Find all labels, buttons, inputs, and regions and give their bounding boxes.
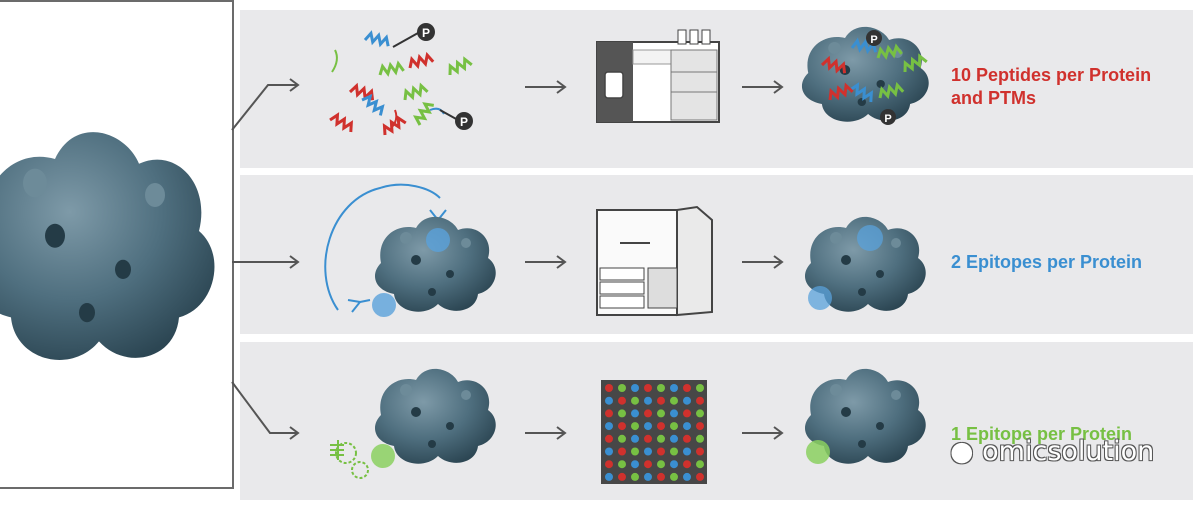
array-spot <box>670 434 678 443</box>
array-spot <box>631 409 639 418</box>
array-spot <box>644 422 652 431</box>
peptide-fragments <box>328 30 474 137</box>
array-spot <box>696 396 704 405</box>
array-spot <box>605 460 613 469</box>
arrow-right-icon <box>524 80 566 94</box>
arrow-right-icon <box>741 255 783 269</box>
array-spot <box>683 472 691 481</box>
array-spot <box>631 384 639 392</box>
array-spot <box>696 409 704 418</box>
watermark: ● omicsolution <box>950 436 1155 467</box>
array-spot <box>631 434 639 443</box>
array-spot <box>618 396 626 405</box>
array-spot <box>605 409 613 418</box>
wechat-icon: ● <box>950 436 974 467</box>
array-spot <box>657 460 665 469</box>
protein-with-peptides: P P <box>801 26 929 125</box>
ptm-badge-icon: P <box>455 112 473 130</box>
array-spot <box>631 460 639 469</box>
arrow-right-icon <box>741 80 783 94</box>
svg-text:P: P <box>870 34 877 46</box>
array-spot <box>696 422 704 431</box>
array-spot <box>657 422 665 431</box>
array-spot <box>696 460 704 469</box>
array-spot <box>670 409 678 418</box>
array-spot <box>683 384 691 392</box>
array-spot <box>683 460 691 469</box>
epitope-marker <box>372 293 396 317</box>
array-spot <box>670 460 678 469</box>
array-spot <box>618 384 626 392</box>
array-spot <box>644 434 652 443</box>
array-spot <box>657 472 665 481</box>
array-spot <box>618 472 626 481</box>
aptamer-icon <box>330 440 369 479</box>
array-spot <box>618 422 626 431</box>
array-spot <box>644 447 652 456</box>
input-protein <box>0 132 215 360</box>
array-spot <box>670 422 678 431</box>
array-spot <box>670 447 678 456</box>
array-spot <box>670 384 678 392</box>
array-spot <box>696 447 704 456</box>
array-spot <box>631 447 639 456</box>
array-spot <box>657 447 665 456</box>
epitope-marker <box>426 228 450 252</box>
array-spot <box>696 434 704 443</box>
arrow-right-icon <box>524 426 566 440</box>
array-spot <box>605 396 613 405</box>
array-spot <box>644 396 652 405</box>
array-spot <box>670 396 678 405</box>
row-label-mass-spec: 10 Peptides per Protein and PTMs <box>951 65 1152 108</box>
epitope-marker <box>857 225 883 251</box>
immunoassay-analyzer-icon <box>596 205 713 317</box>
epitope-marker <box>808 286 832 310</box>
array-spot <box>683 396 691 405</box>
array-spot <box>644 460 652 469</box>
row-label-aptamer: 1 Epitope per Protein <box>951 424 1133 444</box>
svg-text:P: P <box>460 115 468 129</box>
array-spot <box>657 396 665 405</box>
array-spot <box>657 434 665 443</box>
array-spot <box>631 472 639 481</box>
epitope-marker <box>371 444 395 468</box>
array-spot <box>605 384 613 392</box>
array-spot <box>631 396 639 405</box>
ptm-badge-icon: P <box>417 23 435 41</box>
array-spot <box>657 384 665 392</box>
row-label-antibody: 2 Epitopes per Protein <box>951 252 1143 272</box>
microarray-grid <box>601 380 707 484</box>
branch-arrows <box>231 78 300 440</box>
array-spot <box>644 384 652 392</box>
array-spot <box>618 447 626 456</box>
array-spot <box>696 384 704 392</box>
array-spot <box>683 409 691 418</box>
array-spot <box>683 447 691 456</box>
array-spot <box>605 472 613 481</box>
svg-text:P: P <box>884 113 891 125</box>
array-spot <box>605 434 613 443</box>
array-spot <box>605 447 613 456</box>
array-spot <box>696 472 704 481</box>
array-spot <box>618 460 626 469</box>
array-spot <box>618 434 626 443</box>
array-spot <box>644 472 652 481</box>
svg-text:P: P <box>422 26 430 40</box>
arrow-right-icon <box>524 255 566 269</box>
array-spot <box>644 409 652 418</box>
array-spot <box>683 434 691 443</box>
target-protein <box>374 368 496 464</box>
array-spot <box>631 422 639 431</box>
mass-spectrometer-icon <box>596 29 720 123</box>
array-spot <box>618 409 626 418</box>
array-spot <box>683 422 691 431</box>
epitope-marker <box>806 440 830 464</box>
array-spot <box>605 422 613 431</box>
arrow-right-icon <box>741 426 783 440</box>
array-spot <box>657 409 665 418</box>
array-spot <box>670 472 678 481</box>
